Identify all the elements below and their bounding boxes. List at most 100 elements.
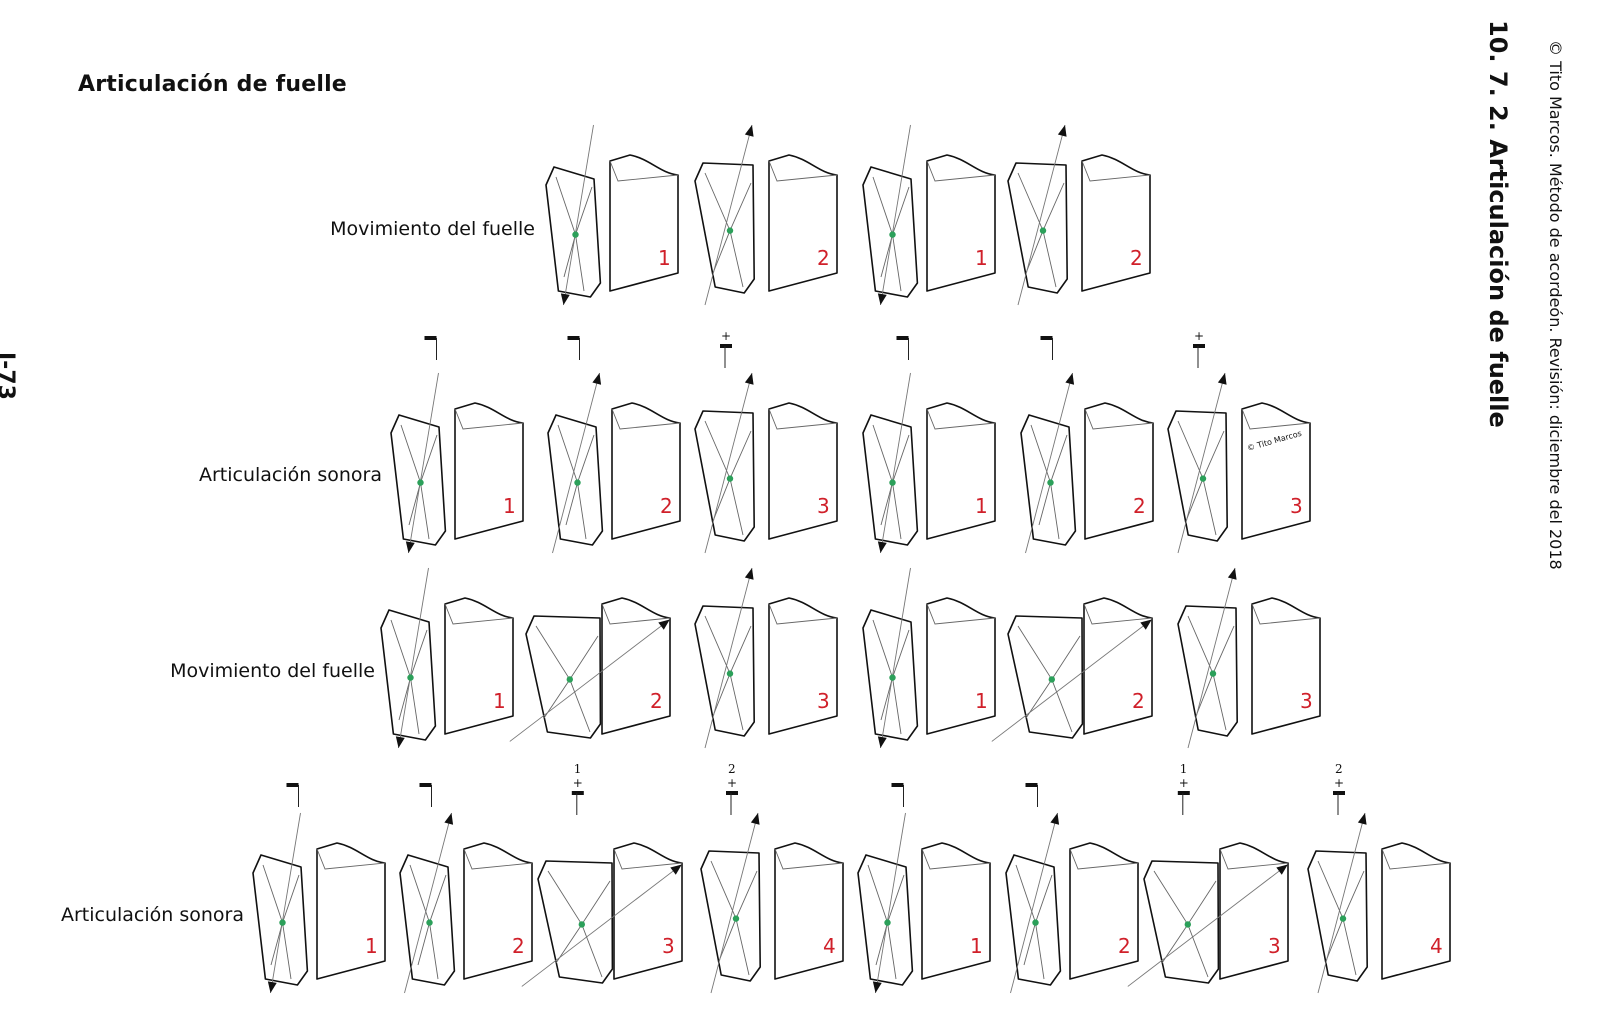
arrow-head-icon — [877, 293, 887, 305]
bellows-step-2-4: 1 — [862, 336, 996, 554]
box-body — [454, 402, 524, 540]
pivot-dot — [426, 919, 433, 926]
pivot-dot — [417, 479, 424, 486]
rotation-axis — [398, 567, 429, 749]
rotation-axis — [1187, 567, 1236, 749]
rotation-axis — [563, 124, 594, 306]
pivot-dot — [572, 231, 579, 238]
arrow-head-icon — [560, 293, 570, 305]
pivot-dot — [889, 231, 896, 238]
box-body — [768, 597, 838, 735]
step-number: 3 — [1290, 494, 1303, 518]
pivot-dot — [1209, 670, 1217, 677]
bellows-step-3-5: 2 — [991, 597, 1153, 742]
step-number: 3 — [817, 689, 830, 713]
arrow-head-icon — [744, 568, 754, 580]
articulation-mark: +1 — [1177, 762, 1190, 815]
bellows-step-1-4: 2 — [1007, 124, 1151, 306]
bellows-section — [700, 850, 762, 982]
pivot-dot — [732, 915, 740, 922]
rotation-axis — [1177, 372, 1226, 554]
box-body — [926, 154, 996, 292]
box-body — [1069, 842, 1139, 980]
box-body — [921, 842, 991, 980]
articulation-mark — [1040, 336, 1053, 360]
pivot-dot — [1339, 915, 1347, 922]
bellows-section — [390, 414, 447, 546]
pivot-dot — [726, 227, 734, 234]
arrow-head-icon — [872, 981, 882, 993]
articulation-mark — [567, 336, 580, 360]
step-number: 2 — [650, 689, 663, 713]
step-number: 2 — [1130, 246, 1143, 270]
rotation-axis — [1127, 864, 1289, 987]
articulation-mark: +2 — [1333, 762, 1345, 815]
pivot-dot — [1048, 676, 1056, 683]
step-number: 1 — [975, 246, 988, 270]
bellows-section — [1020, 414, 1077, 546]
arrow-head-icon — [658, 619, 670, 630]
box-body — [609, 154, 679, 292]
bellows-section — [1177, 605, 1238, 737]
step-number: 4 — [823, 934, 836, 958]
step-number: 1 — [658, 246, 671, 270]
step-number: 3 — [1268, 934, 1281, 958]
step-number: 2 — [1118, 934, 1131, 958]
box-body — [1084, 402, 1154, 540]
box-body — [611, 402, 681, 540]
rotation-axis — [1010, 812, 1058, 994]
pivot-dot — [884, 919, 891, 926]
pivot-dot — [726, 475, 734, 482]
bellows-step-1-1: 1 — [545, 124, 679, 306]
bellows-section — [1007, 615, 1084, 739]
bellows-section — [537, 860, 614, 984]
bellows-section — [862, 609, 919, 741]
bellows-section — [862, 166, 919, 298]
pivot-dot — [889, 674, 896, 681]
arrow-head-icon — [1057, 125, 1067, 137]
arrow-head-icon — [744, 125, 754, 137]
row-label-articulacion-2: Articulación sonora — [60, 904, 244, 926]
pivot-dot — [578, 921, 585, 928]
rotation-axis — [270, 812, 301, 994]
pivot-dot — [1199, 475, 1207, 482]
pivot-dot — [1047, 479, 1054, 486]
arrow-head-icon — [744, 373, 754, 385]
bellows-step-2-3: 3+ — [694, 329, 838, 554]
bellows-step-2-1: 1 — [390, 336, 524, 554]
step-number: 1 — [493, 689, 506, 713]
rotation-axis — [875, 812, 906, 994]
step-number: 1 — [365, 934, 378, 958]
box-body — [613, 842, 683, 980]
box-body — [316, 842, 386, 980]
bellows-section — [525, 615, 602, 739]
box-body — [768, 402, 838, 540]
arrow-head-icon — [670, 864, 682, 875]
box-body — [926, 597, 996, 735]
bellows-section — [1007, 162, 1068, 294]
bellows-step-4-8: 4+2 — [1307, 762, 1451, 994]
step-number: 1 — [970, 934, 983, 958]
rotation-axis — [880, 567, 911, 749]
pivot-dot — [574, 479, 581, 486]
bellows-step-3-2: 2 — [509, 597, 671, 742]
rotation-axis — [1317, 812, 1366, 994]
box-body — [1219, 842, 1289, 980]
arrow-head-icon — [1140, 619, 1152, 630]
rotation-axis — [704, 124, 753, 306]
arrow-head-icon — [1065, 373, 1075, 385]
bellows-step-3-3: 3 — [694, 567, 838, 749]
rotation-axis — [1025, 372, 1073, 554]
step-number: 1 — [503, 494, 516, 518]
bellows-step-1-3: 1 — [862, 124, 996, 306]
box-body — [601, 597, 671, 735]
box-body — [768, 154, 838, 292]
box-body — [1251, 597, 1321, 735]
row-label-articulacion-1: Articulación sonora — [198, 464, 382, 486]
bellows-section — [547, 414, 604, 546]
articulation-mark — [891, 783, 904, 807]
step-number: 3 — [1300, 689, 1313, 713]
svg-text:+: + — [1194, 329, 1204, 343]
rotation-axis — [704, 567, 753, 749]
bellows-step-4-4: 4+2 — [700, 762, 844, 994]
